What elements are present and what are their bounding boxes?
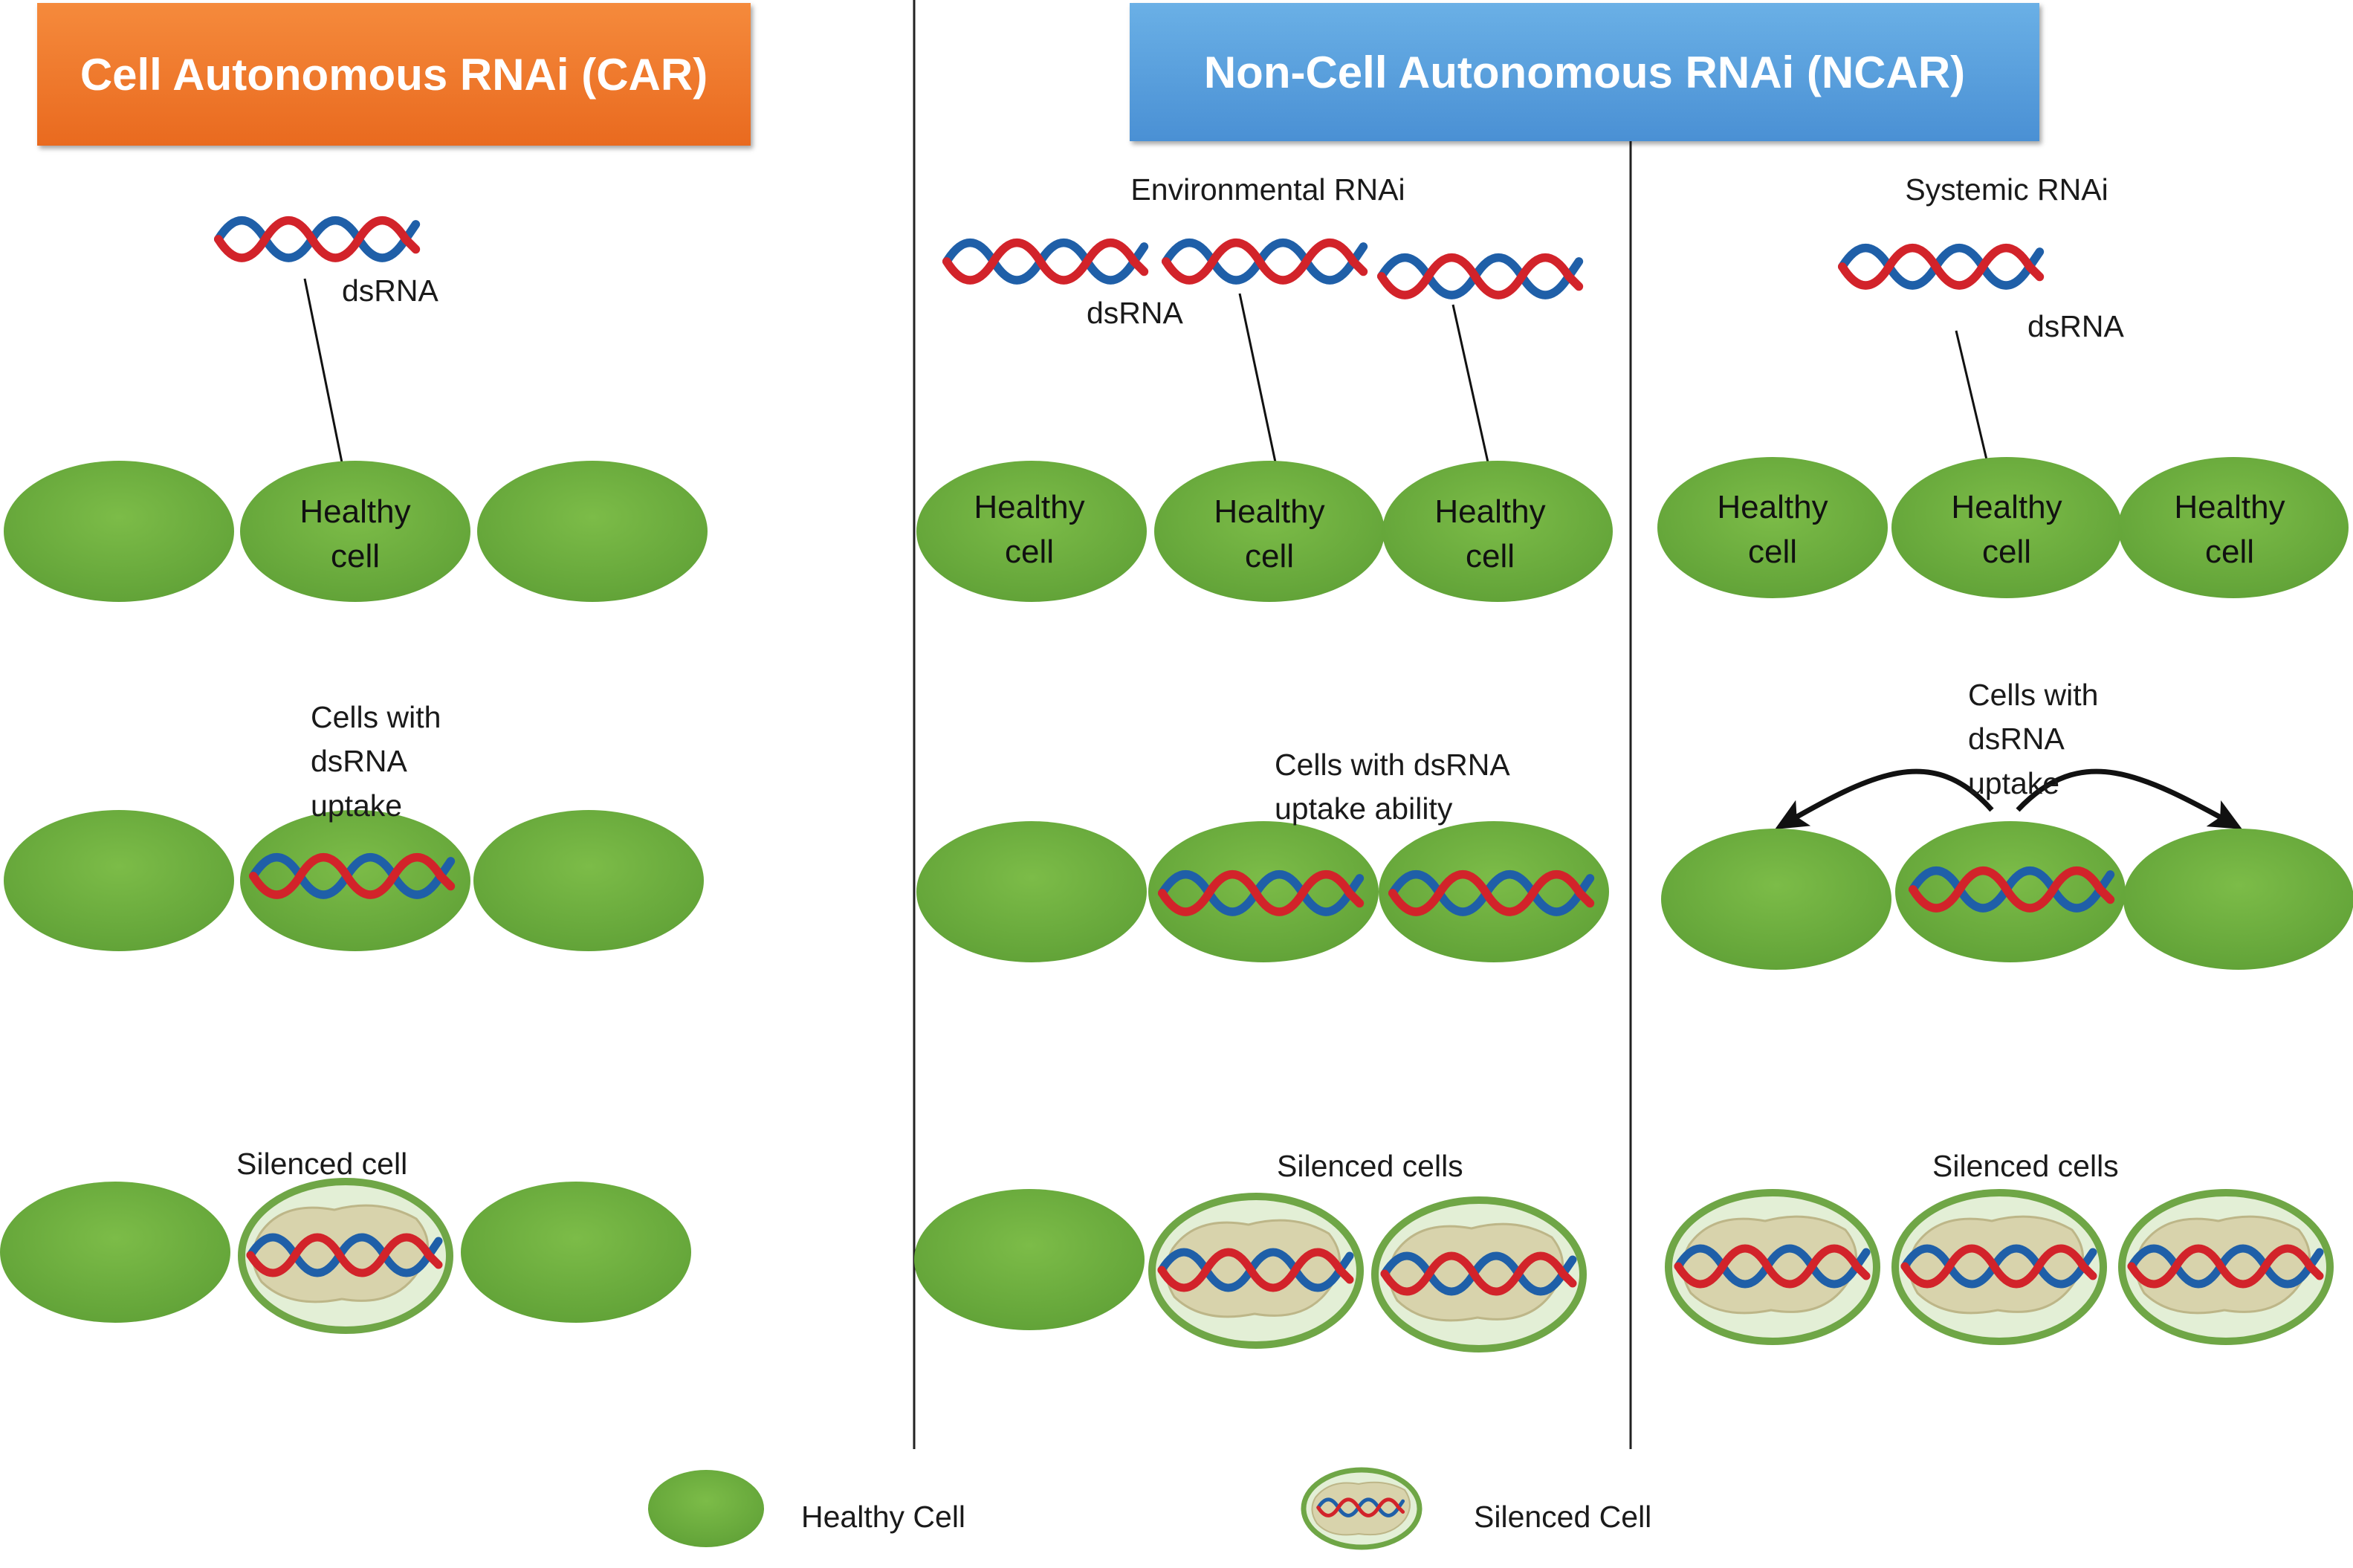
env-dsrna-helix-1 xyxy=(947,243,1145,280)
car-row2-cell-left xyxy=(4,810,234,951)
car-row3-silenced-cell xyxy=(238,1178,453,1334)
car-dsrna-label: dsRNA xyxy=(342,273,438,308)
env-uptake-label: Cells with dsRNA uptake ability xyxy=(1275,748,1510,826)
environmental-rnai-title: Environmental RNAi xyxy=(1130,172,1405,207)
env-dsrna-helix-3 xyxy=(1382,258,1579,295)
env-row3-cell-1 xyxy=(914,1189,1145,1330)
sys-row2-cell-1 xyxy=(1661,829,1891,970)
env-row2-cell-3 xyxy=(1379,821,1609,962)
sys-row3-silenced-cell-1 xyxy=(1665,1189,1880,1345)
sys-row3-silenced-cell-2 xyxy=(1891,1189,2107,1345)
env-arrow-2 xyxy=(1451,304,1497,490)
legend-healthy-swatch xyxy=(648,1470,764,1547)
car-header: Cell Autonomous RNAi (CAR) xyxy=(37,3,751,146)
car-dsrna-helix xyxy=(219,221,416,258)
car-row3-cell-left xyxy=(0,1182,230,1323)
env-row1-cell-1 xyxy=(916,461,1147,602)
sys-spread-arrow-right xyxy=(2016,768,2242,829)
sys-row3-silenced-cell-3 xyxy=(2118,1189,2334,1345)
legend-healthy-label: Healthy Cell xyxy=(801,1500,966,1534)
env-dsrna-helix-2 xyxy=(1166,243,1364,280)
sys-row2-cell-3 xyxy=(2123,829,2353,970)
env-arrow-1 xyxy=(1238,293,1283,485)
env-row1-cell-3 xyxy=(1382,461,1613,602)
env-dsrna-label: dsRNA xyxy=(1087,296,1183,330)
sys-row1-cell-3 xyxy=(2118,457,2349,598)
sys-row1-cell-2 xyxy=(1891,457,2122,598)
legend-silenced-label: Silenced Cell xyxy=(1474,1500,1652,1534)
sys-uptake-label: Cells with dsRNA uptake xyxy=(1968,678,2099,800)
car-row1-cell-center xyxy=(240,461,470,602)
legend-silenced-swatch xyxy=(1301,1467,1423,1550)
car-row3-cell-right xyxy=(461,1182,691,1323)
car-row2-cell-right xyxy=(473,810,704,951)
env-row1-cell-2 xyxy=(1154,461,1385,602)
sys-dsrna-label: dsRNA xyxy=(2027,309,2124,343)
env-row3-silenced-cell-2 xyxy=(1148,1193,1364,1349)
env-silenced-label: Silenced cells xyxy=(1277,1149,1463,1183)
car-uptake-label: Cells with dsRNA uptake xyxy=(311,700,441,823)
env-row2-cell-2 xyxy=(1148,821,1379,962)
ncar-header: Non-Cell Autonomous RNAi (NCAR) xyxy=(1130,3,2039,141)
env-row2-cell-1 xyxy=(916,821,1147,962)
car-arrow xyxy=(303,278,346,471)
sys-dsrna-helix xyxy=(1842,248,2040,285)
car-silenced-label: Silenced cell xyxy=(236,1147,408,1181)
systemic-rnai-title: Systemic RNAi xyxy=(1905,172,2108,207)
car-row1-cell-left xyxy=(4,461,234,602)
env-row3-silenced-cell-3 xyxy=(1371,1196,1587,1352)
sys-spread-arrow-left xyxy=(1775,768,1994,829)
sys-silenced-label: Silenced cells xyxy=(1932,1149,2119,1183)
sys-row1-cell-1 xyxy=(1657,457,1888,598)
car-row1-cell-right xyxy=(477,461,708,602)
sys-arrow xyxy=(1955,330,1995,483)
